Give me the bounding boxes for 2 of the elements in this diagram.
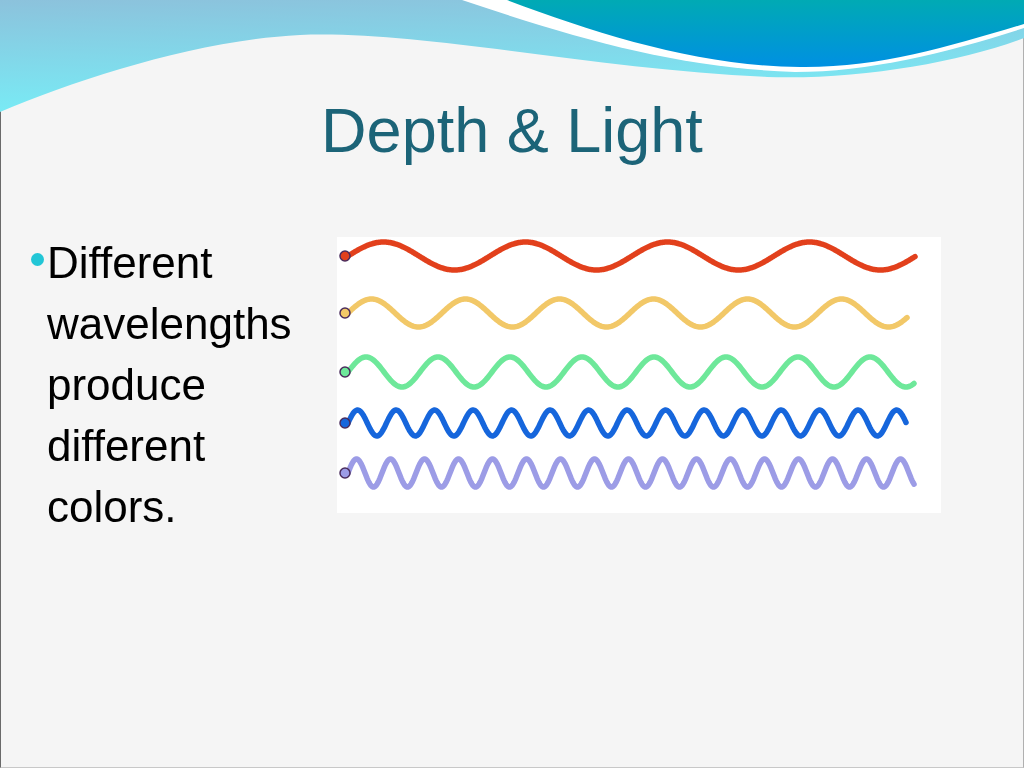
bullet-text: Different wavelengths produce different colors. — [47, 237, 293, 533]
slide-title: Depth & Light — [320, 95, 704, 165]
